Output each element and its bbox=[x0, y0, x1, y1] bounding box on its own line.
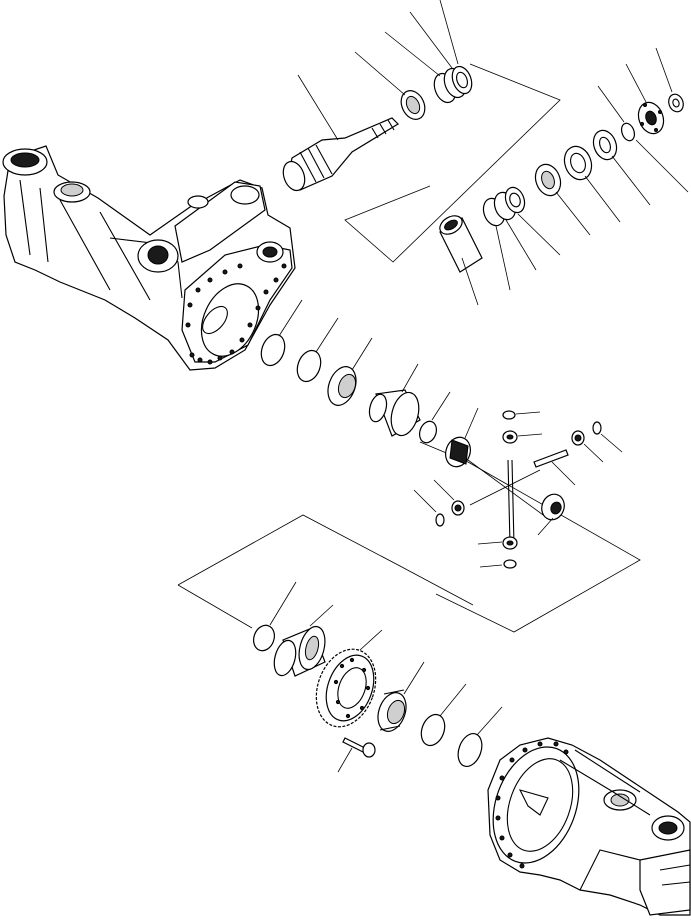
pinion-washer bbox=[592, 129, 651, 206]
differential-shim-3 bbox=[420, 683, 467, 747]
pinion-mate-right bbox=[571, 430, 604, 463]
pinion-bearing-cone bbox=[354, 51, 426, 120]
side-gear-thrust-washer bbox=[418, 391, 451, 444]
differential-bearing-left bbox=[327, 337, 373, 406]
pinion-mate-upper bbox=[502, 430, 543, 444]
pinion-mate-lower-washer bbox=[479, 559, 517, 569]
side-gear bbox=[445, 407, 479, 468]
differential-shim-1 bbox=[260, 299, 303, 367]
left-axle-housing bbox=[2, 145, 296, 371]
differential-case-right bbox=[273, 604, 334, 677]
pinion-bearing-cup bbox=[534, 163, 591, 236]
pinion-coupling-flange bbox=[625, 63, 665, 135]
drive-pinion-shaft bbox=[282, 74, 399, 192]
pinion-seal bbox=[563, 145, 621, 223]
ring-gear-bolt bbox=[337, 737, 376, 773]
cross-pin bbox=[533, 449, 576, 486]
pinion-o-ring bbox=[597, 85, 689, 193]
pinion-mate-left-washer bbox=[413, 489, 445, 527]
ring-gear-side-washer bbox=[253, 581, 297, 652]
differential-case-half bbox=[368, 363, 421, 437]
pinion-mate-upper-washer bbox=[502, 410, 541, 420]
side-gear-right bbox=[537, 493, 565, 536]
pinion-mate-left bbox=[433, 479, 465, 516]
pinion-group-frame bbox=[344, 63, 561, 263]
pinion-mate-right-washer bbox=[592, 421, 623, 453]
right-axle-housing bbox=[487, 737, 691, 916]
differential-shim-4 bbox=[457, 706, 503, 768]
differential-shim-2 bbox=[296, 317, 339, 383]
ring-gear bbox=[315, 629, 383, 728]
housing-bolt-holes bbox=[185, 263, 287, 365]
pinion-shims-upper bbox=[384, 0, 473, 104]
pinion-mate-lower bbox=[477, 536, 518, 550]
differential-spider bbox=[467, 459, 551, 546]
pinion-spacer-sleeve bbox=[439, 215, 483, 306]
differential-bearing-right bbox=[377, 661, 425, 732]
ring-gear-group-frame bbox=[177, 514, 474, 629]
pinion-nut bbox=[655, 47, 684, 113]
right-housing-bolt-holes bbox=[495, 741, 569, 869]
differential-group-frame bbox=[419, 441, 641, 633]
pinion-shims-lower bbox=[482, 186, 561, 291]
